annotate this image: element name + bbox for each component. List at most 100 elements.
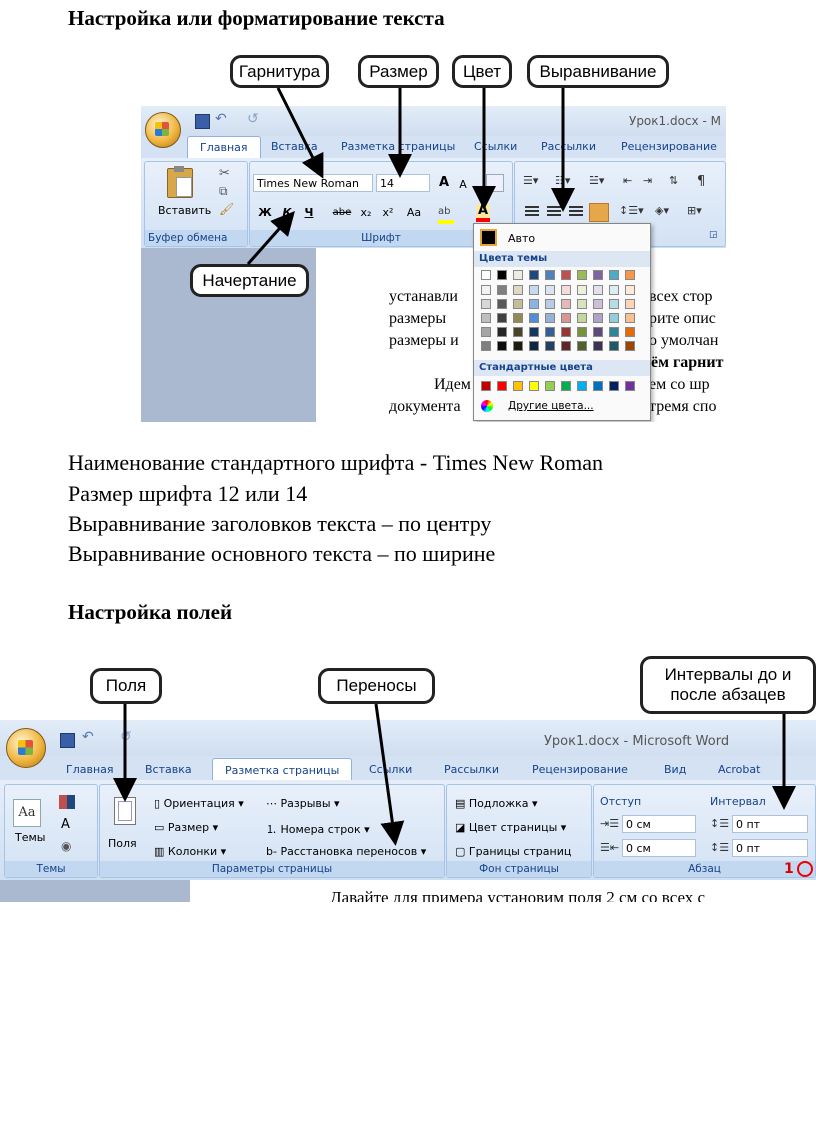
borders-icon[interactable]: ⊞▾ [687, 204, 702, 217]
watermark-button[interactable]: ▤ Подложка ▾ [455, 797, 538, 810]
color-swatch[interactable] [561, 381, 571, 391]
color-swatch[interactable] [545, 270, 555, 280]
font-size-combo[interactable]: 14 [376, 174, 430, 192]
color-swatch[interactable] [481, 341, 491, 351]
color-swatch[interactable] [529, 327, 539, 337]
shading-icon[interactable]: ◈▾ [655, 204, 669, 217]
redo-icon[interactable]: ↺ [120, 729, 132, 745]
color-swatch[interactable] [593, 381, 603, 391]
color-swatch[interactable] [481, 270, 491, 280]
color-swatch[interactable] [593, 270, 603, 280]
copy-icon[interactable]: ⧉ [219, 184, 228, 198]
color-swatch[interactable] [593, 327, 603, 337]
size-button[interactable]: ▭ Размер ▾ [154, 821, 219, 834]
tab-page-layout[interactable]: Разметка страницы [341, 140, 456, 153]
color-swatch[interactable] [497, 327, 507, 337]
color-swatch[interactable] [529, 285, 539, 295]
clear-format-icon[interactable] [486, 174, 504, 192]
tab-view[interactable]: Вид [664, 763, 687, 776]
color-swatch[interactable] [577, 381, 587, 391]
color-swatch[interactable] [513, 285, 523, 295]
margins-icon[interactable] [114, 797, 136, 825]
color-swatch[interactable] [545, 299, 555, 309]
color-swatch[interactable] [577, 285, 587, 295]
font-color-icon[interactable]: A [476, 204, 490, 222]
numbering-icon[interactable]: ☷▾ [555, 174, 571, 187]
italic-button[interactable]: К [282, 206, 292, 219]
save-icon[interactable] [60, 733, 75, 748]
office-button[interactable] [145, 112, 181, 148]
tab-insert[interactable]: Вставка [145, 763, 192, 776]
color-swatch[interactable] [561, 270, 571, 280]
color-swatch[interactable] [545, 381, 555, 391]
color-swatch[interactable] [593, 341, 603, 351]
auto-color-option[interactable]: Авто [508, 232, 536, 245]
decrease-indent-icon[interactable]: ⇤ [623, 174, 633, 187]
theme-fonts-icon[interactable]: A [61, 817, 70, 832]
color-swatch[interactable] [593, 299, 603, 309]
color-swatch[interactable] [513, 313, 523, 323]
color-swatch[interactable] [561, 285, 571, 295]
undo-icon[interactable]: ↶ [82, 729, 94, 745]
font-name-combo[interactable]: Times New Roman [253, 174, 373, 192]
hyphenation-button[interactable]: b‐ Расстановка переносов ▾ [266, 845, 427, 858]
color-swatch[interactable] [577, 270, 587, 280]
superscript-button[interactable]: x² [382, 206, 394, 219]
tab-insert[interactable]: Вставка [271, 140, 318, 153]
align-left-icon[interactable] [525, 206, 539, 218]
page-color-button[interactable]: ◪ Цвет страницы ▾ [455, 821, 567, 834]
spacing-before-input[interactable]: 0 пт [732, 815, 808, 833]
color-swatch[interactable] [561, 327, 571, 337]
paste-button[interactable]: Вставить [158, 204, 212, 217]
color-swatch[interactable] [609, 341, 619, 351]
color-swatch[interactable] [481, 327, 491, 337]
auto-color-swatch[interactable] [480, 229, 497, 246]
undo-icon[interactable]: ↶ [215, 111, 227, 127]
tab-references[interactable]: Ссылки [474, 140, 518, 153]
grow-font-button[interactable]: A [438, 175, 450, 190]
color-swatch[interactable] [545, 341, 555, 351]
color-swatch[interactable] [481, 313, 491, 323]
themes-icon[interactable]: Aa [13, 799, 41, 827]
line-spacing-icon[interactable]: ↕☰▾ [619, 204, 644, 217]
underline-button[interactable]: Ч [304, 206, 314, 219]
color-swatch[interactable] [609, 285, 619, 295]
theme-colors-icon[interactable] [59, 795, 75, 809]
align-right-icon[interactable] [569, 206, 583, 218]
tab-review[interactable]: Рецензирование [532, 763, 628, 776]
color-swatch[interactable] [497, 341, 507, 351]
more-colors-option[interactable]: Другие цвета... [508, 400, 594, 412]
color-swatch[interactable] [513, 341, 523, 351]
tab-page-layout[interactable]: Разметка страницы [212, 758, 353, 783]
color-swatch[interactable] [529, 313, 539, 323]
save-icon[interactable] [195, 114, 210, 129]
color-swatch[interactable] [497, 285, 507, 295]
color-swatch[interactable] [545, 313, 555, 323]
tab-mailings[interactable]: Рассылки [541, 140, 596, 153]
cut-icon[interactable]: ✂ [219, 166, 230, 181]
color-swatch[interactable] [609, 381, 619, 391]
color-swatch[interactable] [625, 381, 635, 391]
color-swatch[interactable] [625, 299, 635, 309]
color-swatch[interactable] [497, 381, 507, 391]
color-swatch[interactable] [529, 299, 539, 309]
color-swatch[interactable] [625, 327, 635, 337]
color-swatch[interactable] [625, 270, 635, 280]
themes-button[interactable]: Темы [15, 831, 46, 844]
color-swatch[interactable] [609, 313, 619, 323]
tab-home[interactable]: Главная [187, 136, 261, 159]
paragraph-dialog-icon[interactable]: ◲ [709, 230, 718, 240]
color-swatch[interactable] [561, 313, 571, 323]
color-swatch[interactable] [481, 381, 491, 391]
color-swatch[interactable] [545, 285, 555, 295]
color-swatch[interactable] [513, 381, 523, 391]
color-swatch[interactable] [529, 381, 539, 391]
increase-indent-icon[interactable]: ⇥ [643, 174, 653, 187]
shrink-font-button[interactable]: A [459, 178, 467, 191]
color-swatch[interactable] [609, 270, 619, 280]
color-swatch[interactable] [481, 285, 491, 295]
page-borders-button[interactable]: ▢ Границы страниц [455, 845, 571, 858]
color-swatch[interactable] [529, 341, 539, 351]
color-swatch[interactable] [513, 327, 523, 337]
subscript-button[interactable]: x₂ [360, 206, 372, 219]
